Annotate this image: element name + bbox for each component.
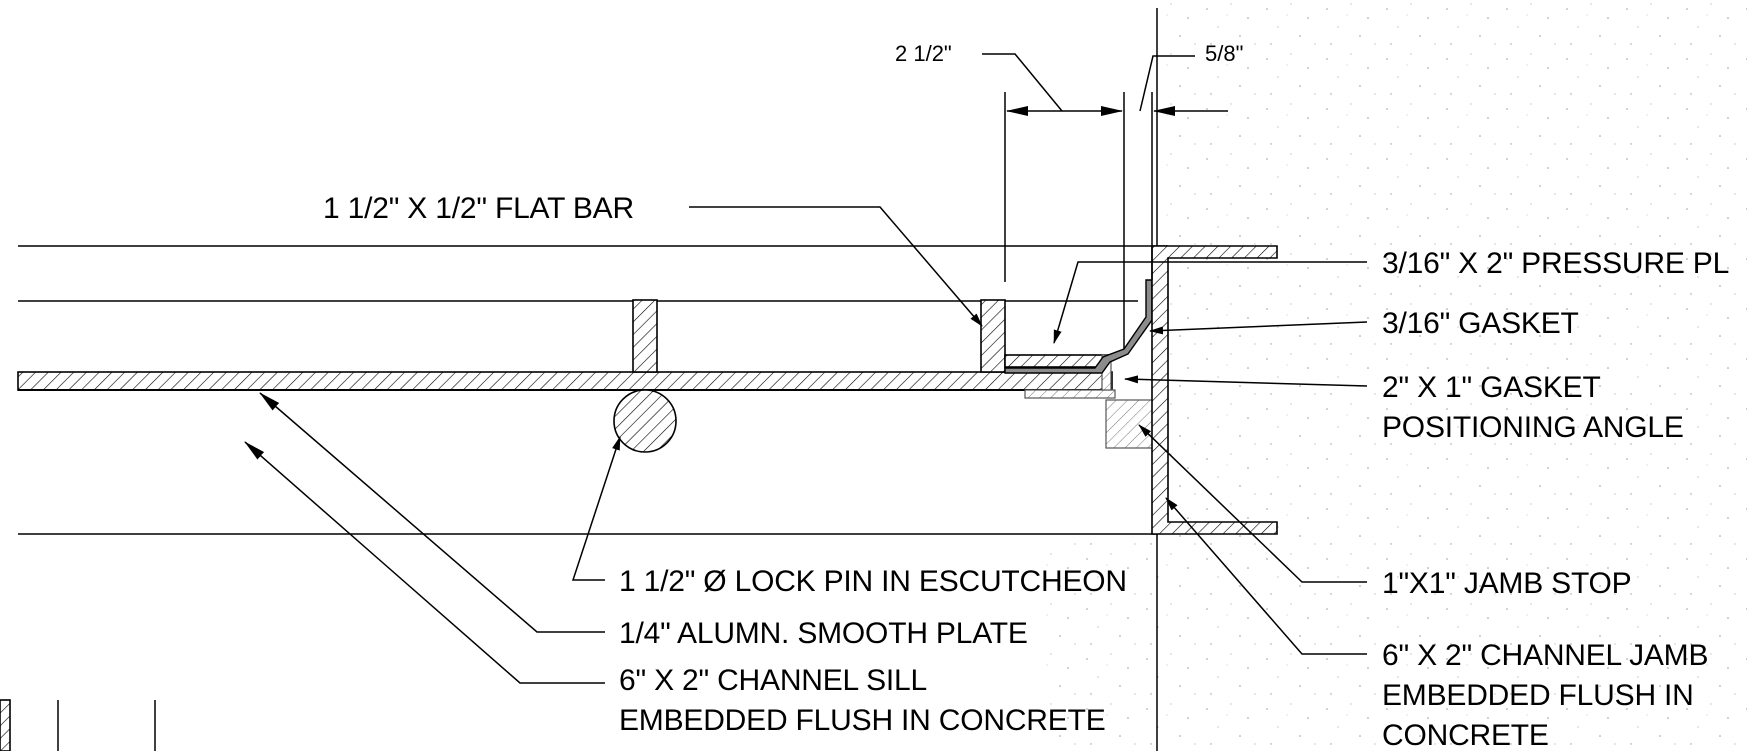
leader-smooth-plate [259,392,605,633]
leader-lock-pin [571,436,621,581]
dim-label-right: 5/8" [1205,41,1243,66]
smooth-plate [17,371,1113,391]
label-channel-jamb-3: CONCRETE [1382,719,1549,751]
label-channel-jamb-2: EMBEDDED FLUSH IN [1382,679,1694,712]
dim-label-left: 2 1/2" [895,41,952,66]
pressure-plate [1004,354,1109,368]
gasket-angle-horizontal [1024,389,1116,399]
label-gasket: 3/16" GASKET [1382,307,1579,340]
label-jamb-stop: 1"X1" JAMB STOP [1382,567,1632,600]
flat-bar-right [980,299,1006,373]
leader-jamb-stop [1138,424,1367,583]
channel-jamb [1151,245,1278,535]
leader-pressure-plate [1053,261,1367,344]
label-channel-sill-2: EMBEDDED FLUSH IN CONCRETE [619,704,1106,737]
label-smooth-plate: 1/4" ALUMN. SMOOTH PLATE [619,617,1028,650]
label-lock-pin: 1 1/2" Ø LOCK PIN IN ESCUTCHEON [619,565,1127,598]
label-gasket-angle-2: POSITIONING ANGLE [1382,411,1684,444]
label-gasket-angle-1: 2" X 1" GASKET [1382,371,1601,404]
concrete-fill [1160,0,1747,751]
leader-channel-sill [244,441,605,684]
label-channel-sill-1: 6" X 2" CHANNEL SILL [619,664,927,697]
leader-flat-bar [689,206,983,327]
dim-leader-right [1139,55,1195,112]
dim-leader-left [982,53,1063,112]
concrete-fill-lower [1040,540,1170,751]
flat-bar-left [632,299,658,373]
leader-gasket-angle [1124,375,1368,387]
label-flat-bar: 1 1/2" X 1/2" FLAT BAR [323,192,634,225]
lock-pin [613,389,677,453]
adjacent-detail-hatch [0,699,11,751]
label-pressure-plate: 3/16" X 2" PRESSURE PL [1382,247,1729,280]
leader-channel-jamb [1165,497,1367,655]
label-channel-jamb-1: 6" X 2" CHANNEL JAMB [1382,639,1708,672]
leader-gasket [1149,321,1368,335]
